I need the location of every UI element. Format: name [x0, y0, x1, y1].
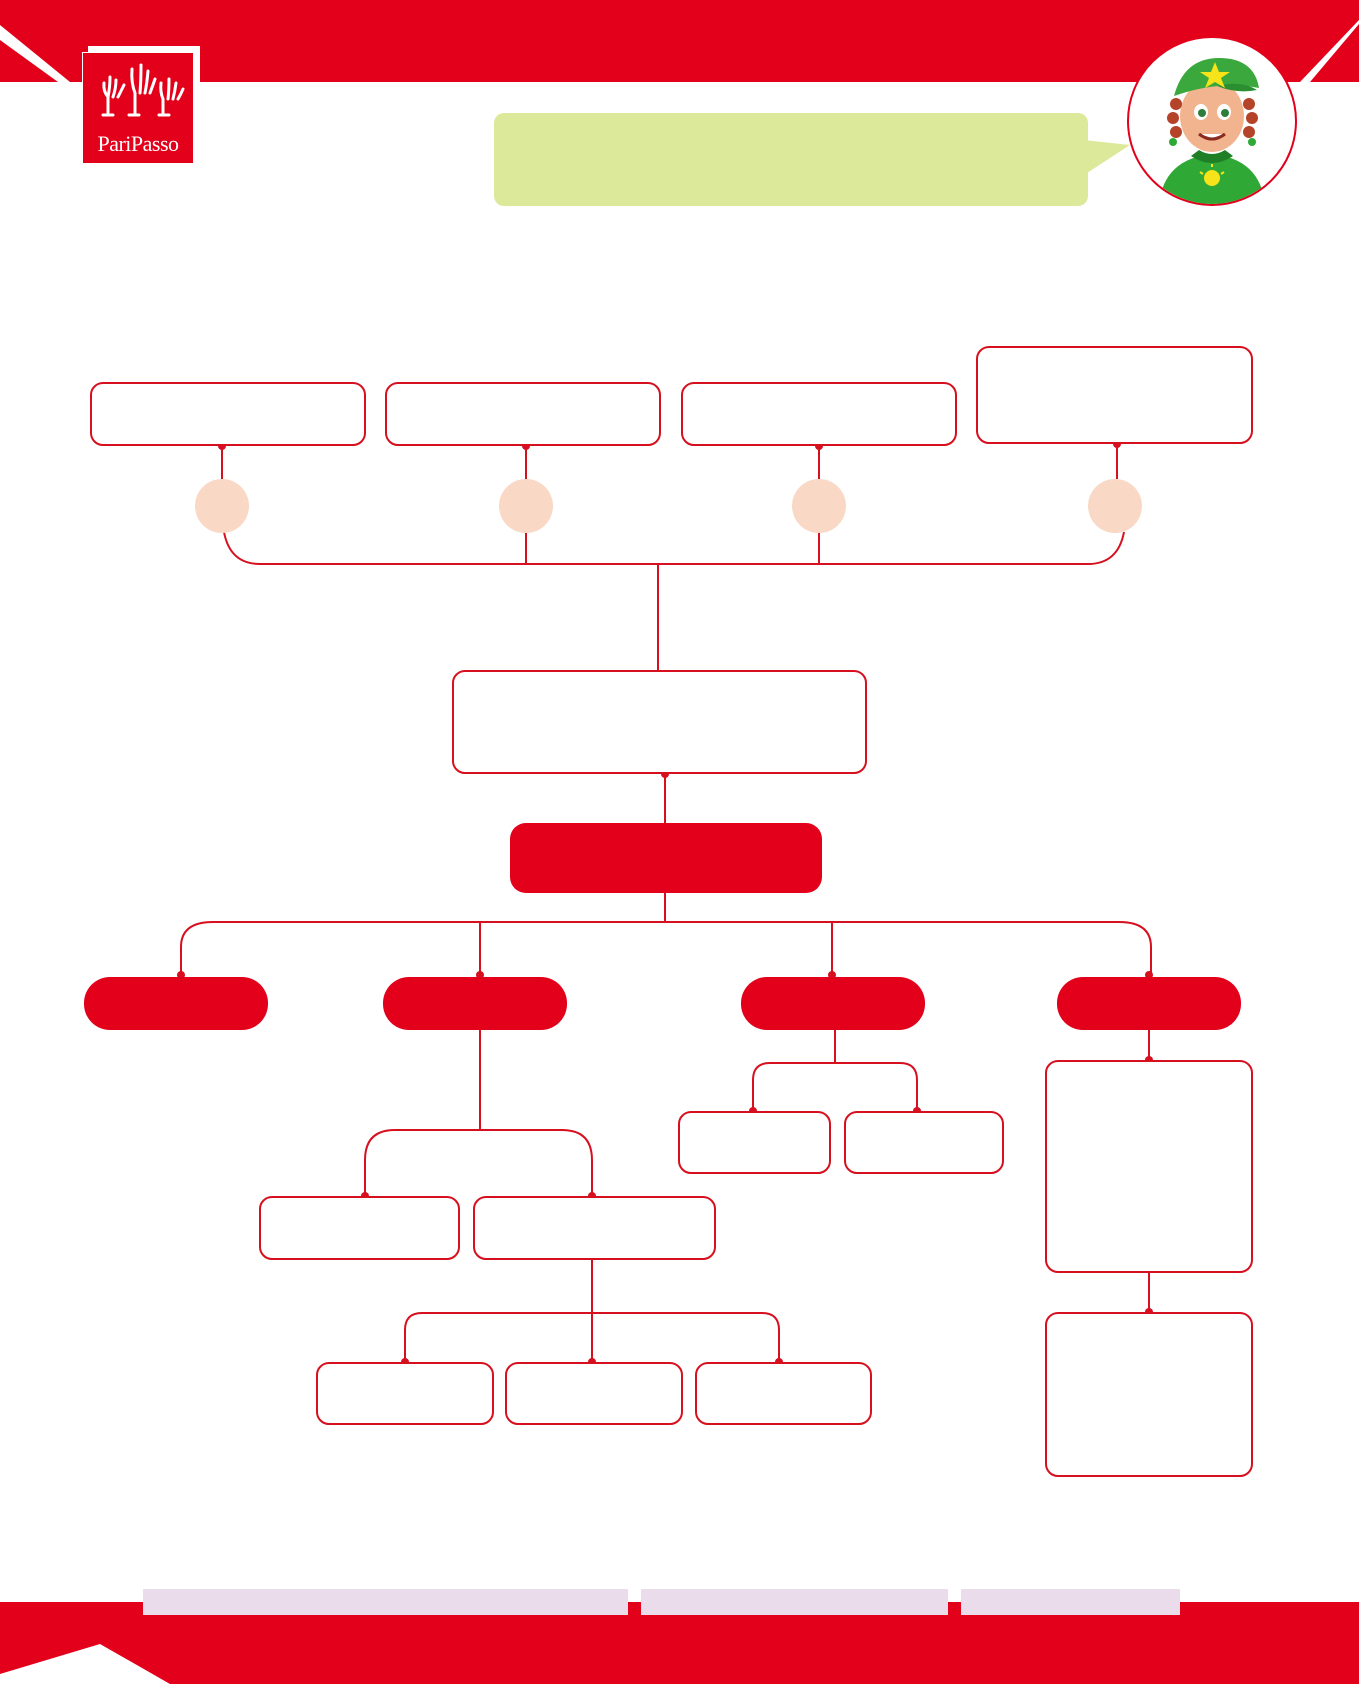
- bottom-left-corner-decoration: [0, 1644, 170, 1684]
- footer-field-3[interactable]: [961, 1589, 1180, 1615]
- top-left-corner-decoration: [0, 0, 105, 82]
- bottom-banner: [0, 1602, 1359, 1684]
- top-banner: [0, 0, 1359, 82]
- branch2-sub-box-2[interactable]: [505, 1362, 683, 1425]
- top-box-2[interactable]: [385, 382, 661, 446]
- central-concept-box[interactable]: [510, 823, 822, 893]
- branch4-box-1[interactable]: [1045, 1060, 1253, 1273]
- branch4-box-2[interactable]: [1045, 1312, 1253, 1477]
- marker-dot-3: [792, 479, 846, 533]
- branch-pill-4[interactable]: [1057, 977, 1241, 1030]
- branch-pill-1[interactable]: [84, 977, 268, 1030]
- marker-dot-4: [1088, 479, 1142, 533]
- speech-bubble-tail: [1084, 140, 1130, 175]
- boy-mascot-icon: [1159, 58, 1265, 204]
- top-box-4[interactable]: [976, 346, 1253, 444]
- marker-dot-1: [195, 479, 249, 533]
- footer-field-1[interactable]: [143, 1589, 628, 1615]
- paripasso-logo: PariPasso: [82, 52, 194, 164]
- branch3-box-1[interactable]: [678, 1111, 831, 1174]
- branch2-sub-box-3[interactable]: [695, 1362, 872, 1425]
- branch2-box-2[interactable]: [473, 1196, 716, 1260]
- speech-bubble: [494, 113, 1088, 206]
- logo-text: PariPasso: [97, 131, 179, 156]
- top-right-corner-decoration: [1300, 20, 1359, 82]
- raised-hands-icon: [101, 63, 185, 117]
- middle-box[interactable]: [452, 670, 867, 774]
- branch2-sub-box-1[interactable]: [316, 1362, 494, 1425]
- mascot-avatar: [1127, 36, 1297, 206]
- branch-pill-3[interactable]: [741, 977, 925, 1030]
- top-box-3[interactable]: [681, 382, 957, 446]
- branch3-box-2[interactable]: [844, 1111, 1004, 1174]
- branch-pill-2[interactable]: [383, 977, 567, 1030]
- top-box-1[interactable]: [90, 382, 366, 446]
- footer-field-2[interactable]: [641, 1589, 948, 1615]
- marker-dot-2: [499, 479, 553, 533]
- branch2-box-1[interactable]: [259, 1196, 460, 1260]
